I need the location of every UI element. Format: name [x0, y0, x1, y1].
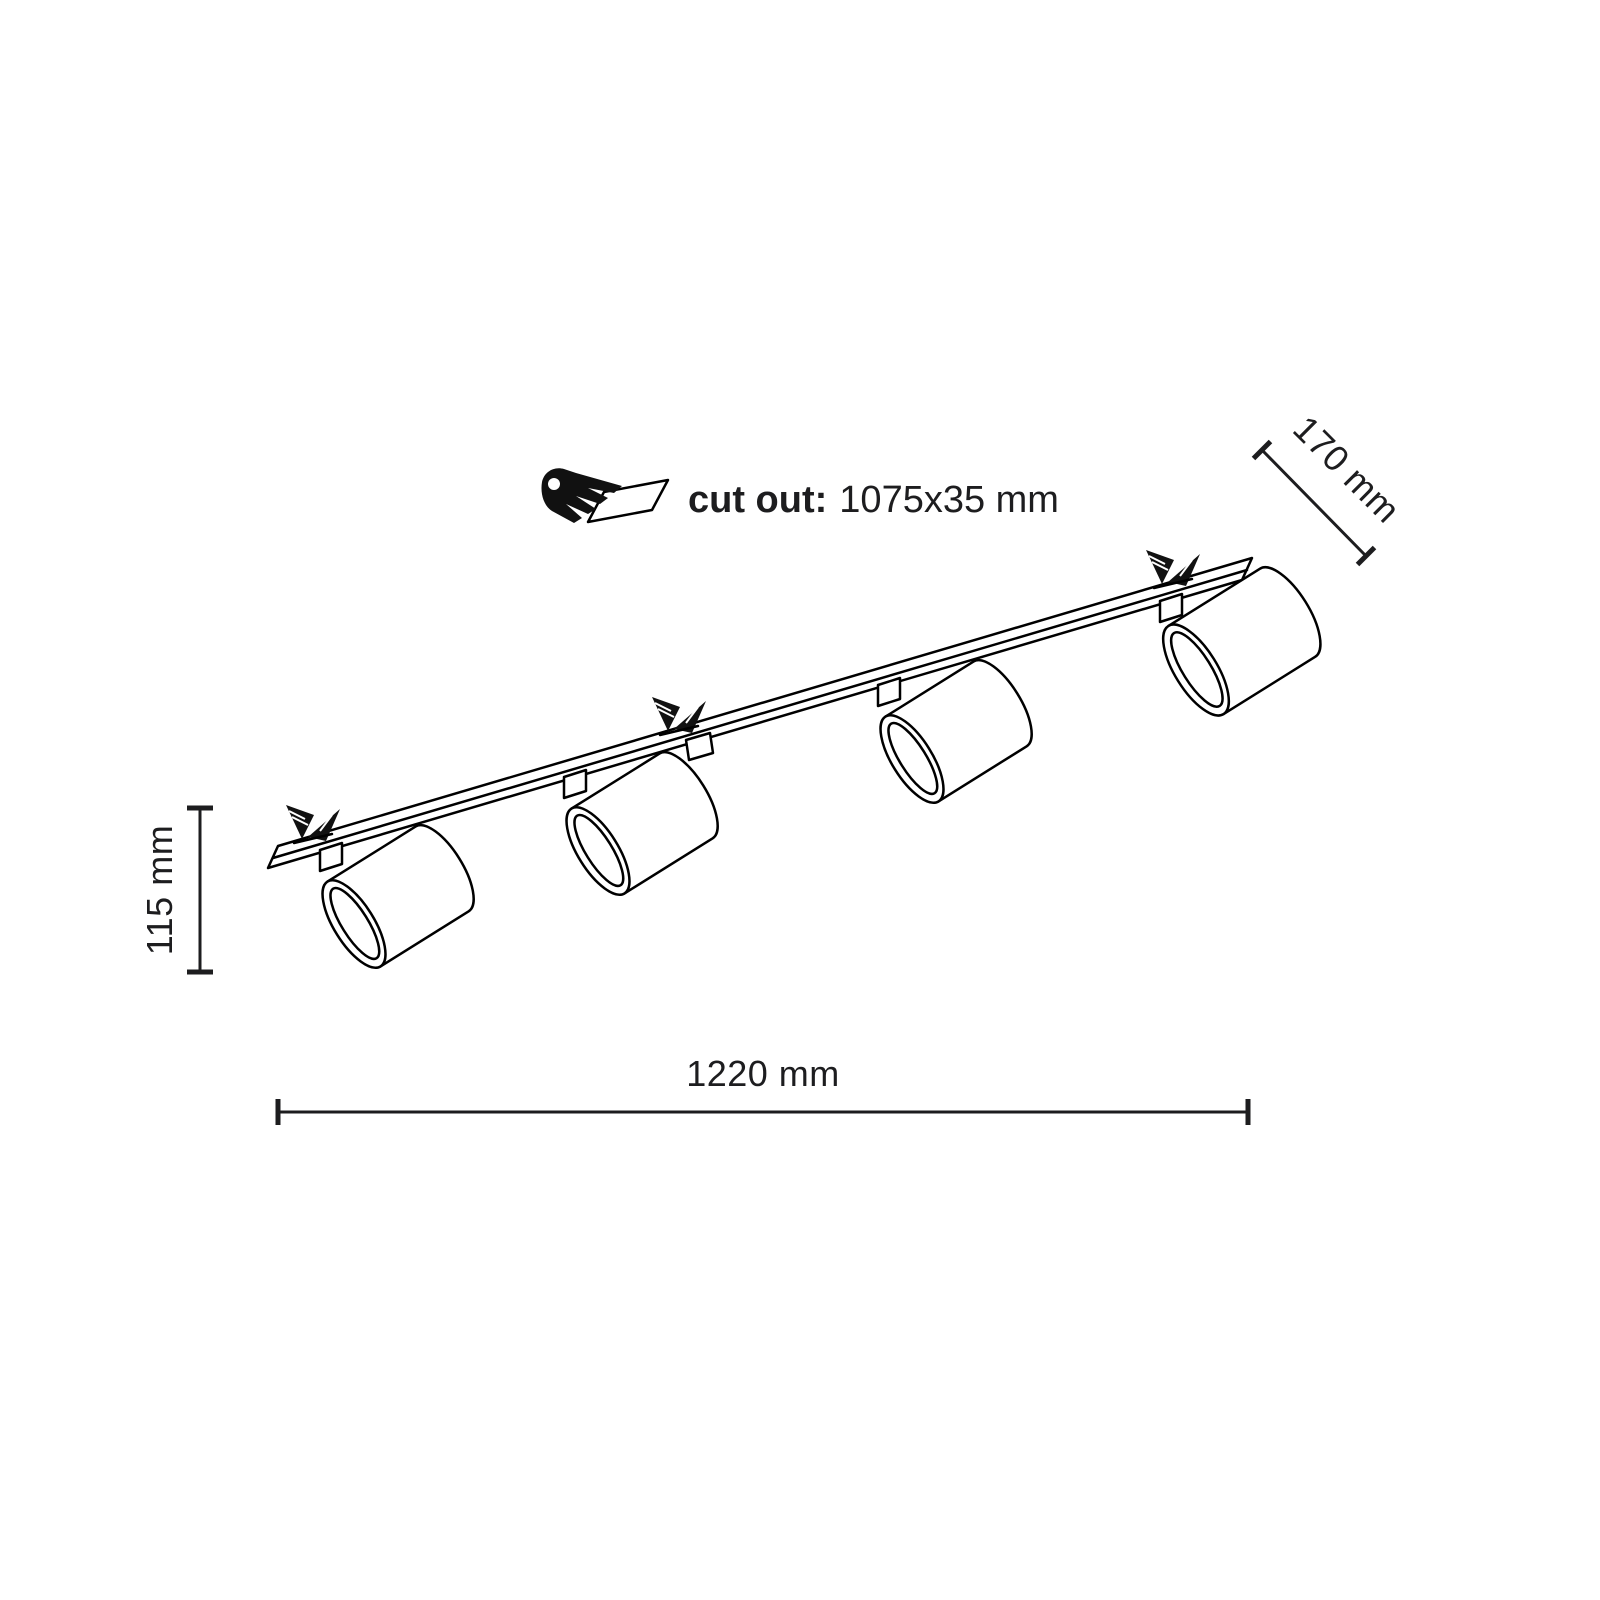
spotlight-4	[1161, 566, 1322, 717]
spotlight-rim	[565, 806, 631, 896]
spotlight-1	[321, 823, 475, 969]
mounting-plate	[266, 556, 1254, 870]
spring-clip-2	[652, 697, 706, 737]
stem-1	[318, 841, 344, 873]
dim-depth-tick-start	[1251, 439, 1273, 461]
cutout-value: 1075x35 mm	[839, 479, 1059, 521]
spotlight-rim-inner	[329, 886, 381, 961]
dim-height: 115 mm	[139, 805, 213, 975]
spotlight-rim	[321, 879, 387, 969]
spotlight-rim-inner	[1169, 631, 1224, 708]
dim-depth-line	[1260, 448, 1368, 558]
cutout-label: cut out:	[688, 479, 827, 521]
dim-length-label: 1220 mm	[686, 1053, 840, 1094]
spotlight-2	[565, 750, 719, 896]
spring-clip-base	[292, 832, 334, 845]
spring-clip-base	[658, 724, 700, 737]
fixture-drawing	[266, 550, 1322, 969]
spotlight-3	[879, 658, 1033, 804]
spring-clip-3	[1146, 550, 1200, 590]
stem-4	[1158, 592, 1184, 624]
dim-length: 1220 mm	[275, 1053, 1251, 1125]
dim-height-label: 115 mm	[139, 825, 180, 955]
saw-board-shape	[586, 478, 670, 524]
saw-handle-hole	[548, 478, 560, 490]
dim-depth: 170 mm	[1251, 408, 1408, 567]
spring-clip-hatch	[654, 702, 699, 724]
dim-depth-tick-end	[1355, 545, 1377, 567]
spotlight-rim-inner	[573, 813, 625, 888]
mounting-plate-fold-line	[271, 568, 1249, 860]
stem-2	[562, 768, 588, 800]
spring-clip-2-tab	[684, 731, 715, 762]
spring-clip-base	[1152, 577, 1194, 590]
saw-icon	[541, 468, 670, 524]
dim-depth-label: 170 mm	[1285, 408, 1408, 531]
spotlight-rim-inner	[887, 721, 939, 796]
saw-blade-shape	[541, 468, 622, 523]
spring-clip-hatch	[1148, 555, 1193, 577]
spotlight-rim	[1161, 623, 1231, 717]
cutout-annotation: cut out: 1075x35 mm	[688, 479, 1059, 521]
spotlight-rim	[879, 714, 945, 804]
spring-clip-1	[286, 805, 340, 845]
spring-clip-hatch	[288, 810, 333, 832]
stem-3	[876, 676, 902, 708]
